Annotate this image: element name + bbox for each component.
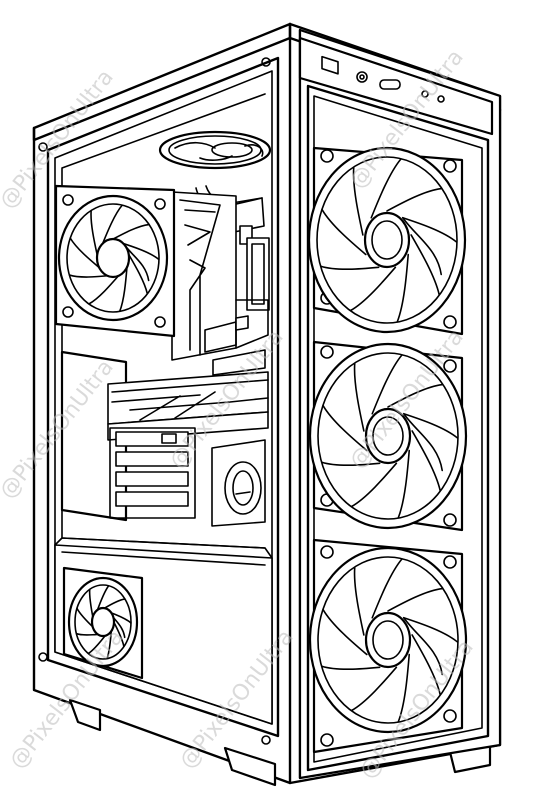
reset-led xyxy=(438,96,444,102)
screw-bottom-right xyxy=(262,736,270,744)
audio-jack xyxy=(357,72,367,82)
front-edge xyxy=(290,24,300,783)
rear-fan xyxy=(56,186,174,336)
motherboard xyxy=(172,192,269,375)
usb-c-port xyxy=(380,80,400,89)
psu-fan xyxy=(64,568,142,678)
front-fan-middle xyxy=(310,342,466,530)
drive-bays xyxy=(110,428,195,518)
power-led xyxy=(422,91,428,97)
front-fan-bottom xyxy=(310,540,466,752)
top-fan xyxy=(160,132,270,168)
pump-reservoir xyxy=(212,440,265,526)
front-fan-top xyxy=(309,148,465,334)
screw-top-right xyxy=(262,58,270,66)
side-glass-window xyxy=(48,58,278,736)
screw-top-left xyxy=(39,143,47,151)
foot-middle xyxy=(225,748,275,785)
foot-left xyxy=(70,700,100,730)
usb-a-port xyxy=(322,57,338,74)
screw-bottom-left xyxy=(39,653,47,661)
